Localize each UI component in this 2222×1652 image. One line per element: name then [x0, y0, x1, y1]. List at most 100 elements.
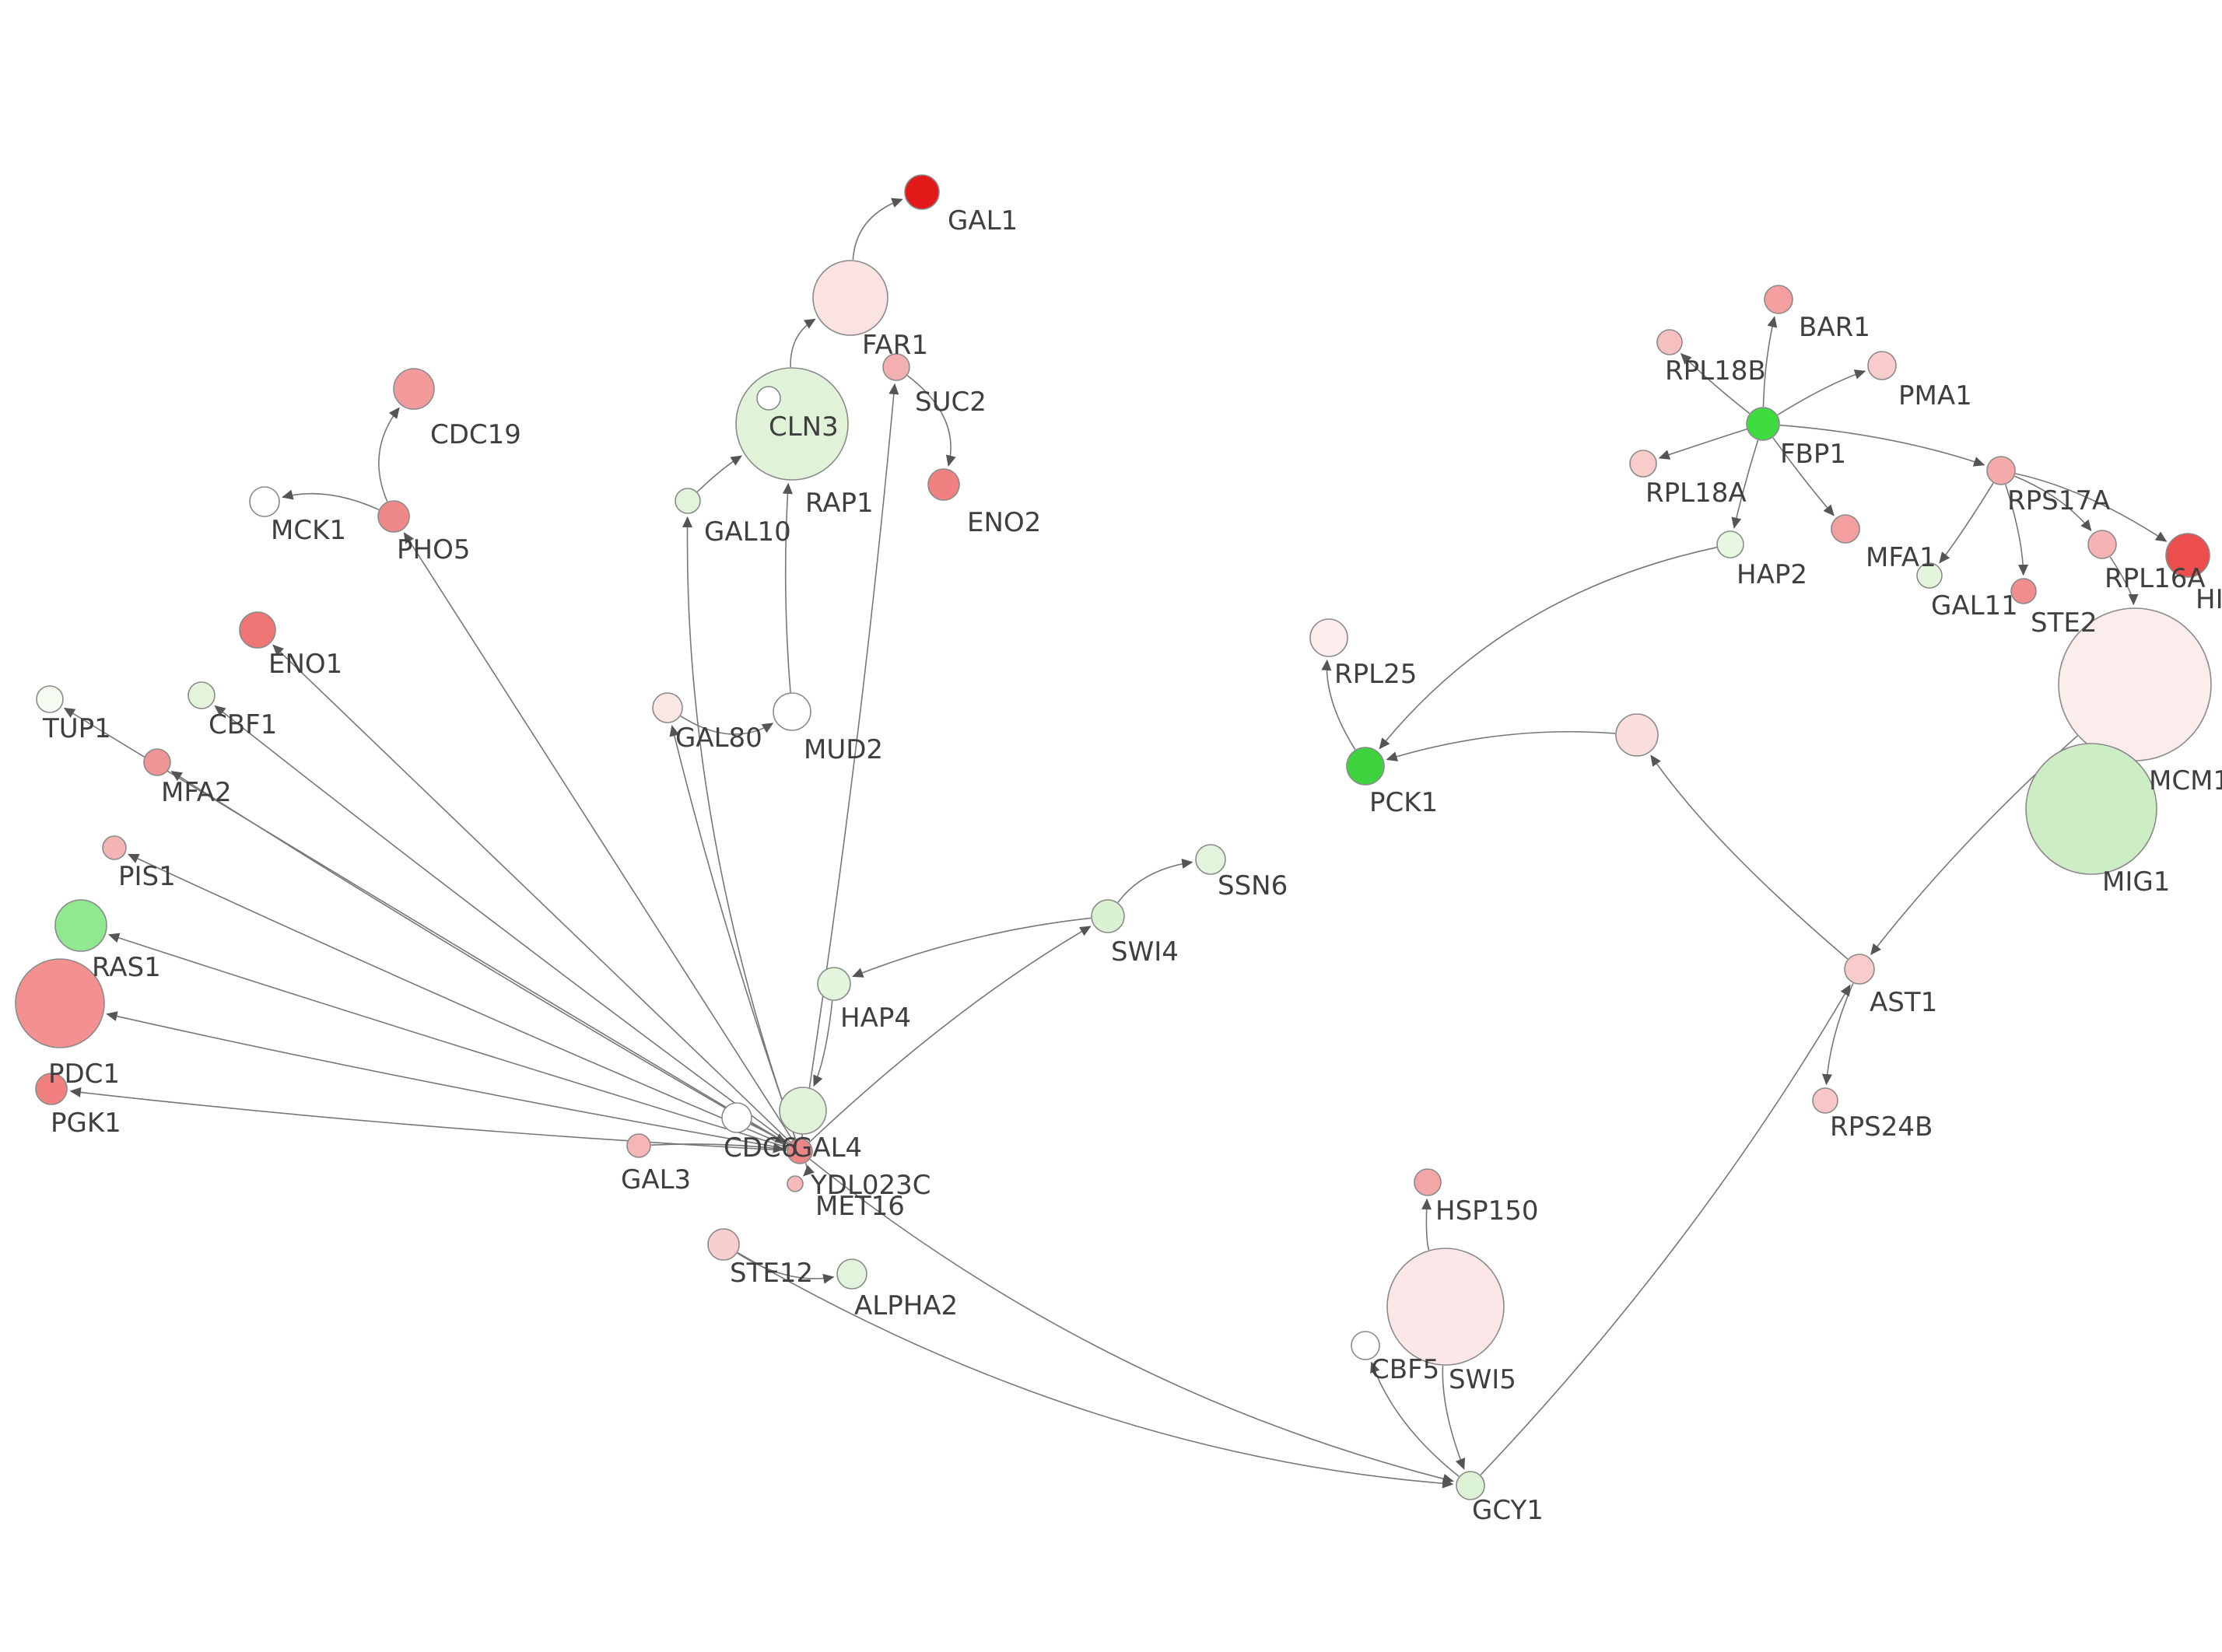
node-cbf1[interactable]	[188, 681, 216, 709]
node-ast1[interactable]	[1844, 954, 1875, 985]
node-label-swi4: SWI4	[1111, 936, 1179, 968]
node-label-his4: HIS4	[2196, 584, 2222, 615]
node-mig1[interactable]	[2025, 743, 2157, 875]
node-ste2[interactable]	[2010, 578, 2037, 604]
node-rpl18b[interactable]	[1656, 329, 1683, 355]
node-his4[interactable]	[2165, 533, 2210, 578]
edge-gal4-swi4	[808, 926, 1092, 1143]
node-ydl023c[interactable]	[779, 1087, 827, 1135]
edge-gal4-cbf1	[214, 705, 790, 1144]
node-label-cdc19: CDC19	[430, 419, 521, 450]
node-pck1[interactable]	[1346, 747, 1385, 786]
edge-gal4-pdc1	[106, 1011, 787, 1150]
node-pis1[interactable]	[102, 835, 127, 860]
node-label-alpha2: ALPHA2	[854, 1290, 958, 1321]
node-label-gal1: GAL1	[948, 205, 1018, 236]
node-gal4[interactable]	[787, 1138, 813, 1164]
edge-gal4-gal10	[682, 516, 797, 1139]
node-label-rps17a: RPS17A	[2007, 485, 2110, 516]
node-pdc1[interactable]	[15, 958, 105, 1048]
node-label-cbf5: CBF5	[1371, 1354, 1439, 1385]
node-pma1[interactable]	[1867, 351, 1897, 380]
node-alpha2[interactable]	[836, 1258, 867, 1290]
node-mfa2[interactable]	[143, 748, 171, 776]
edge-fbp1-rpl18b	[1680, 352, 1751, 415]
node-hap2[interactable]	[1716, 530, 1744, 558]
node-cbf5[interactable]	[1351, 1331, 1380, 1360]
node-far1[interactable]	[812, 260, 888, 336]
node-rpl25[interactable]	[1309, 618, 1348, 657]
node-label-pis1: PIS1	[118, 861, 176, 892]
node-hap4[interactable]	[817, 967, 851, 1001]
node-nodex[interactable]	[1615, 713, 1659, 757]
node-label-eno2: ENO2	[967, 507, 1041, 538]
edge-gal4-eno1	[272, 644, 791, 1143]
node-label-mig1: MIG1	[2102, 866, 2170, 898]
node-label-met16: MET16	[815, 1191, 905, 1222]
node-mfa1[interactable]	[1831, 514, 1860, 544]
edge-hap4-ydl023c	[813, 1000, 833, 1087]
node-label-ras1: RAS1	[92, 952, 161, 983]
node-label-far1: FAR1	[862, 330, 928, 361]
node-label-ydl023c: YDL023C	[810, 1170, 931, 1201]
node-mck1[interactable]	[249, 486, 280, 517]
node-rps24b[interactable]	[1812, 1087, 1838, 1114]
edge-ast1-rps24b	[1821, 982, 1854, 1086]
edge-fbp1-pma1	[1777, 369, 1866, 416]
node-swi4[interactable]	[1091, 899, 1125, 933]
node-swi5[interactable]	[1386, 1248, 1505, 1366]
node-label-eno1: ENO1	[268, 649, 342, 680]
node-label-mfa1: MFA1	[1866, 542, 1936, 573]
node-label-rpl18a: RPL18A	[1645, 478, 1747, 509]
node-tup1[interactable]	[36, 685, 64, 713]
node-ssn6[interactable]	[1195, 844, 1226, 875]
node-gal3[interactable]	[626, 1133, 651, 1158]
node-label-fbp1: FBP1	[1780, 439, 1846, 470]
node-gal10[interactable]	[675, 488, 701, 514]
node-eno2[interactable]	[927, 468, 960, 501]
node-rap1[interactable]	[756, 386, 781, 411]
node-label-bar1: BAR1	[1799, 312, 1870, 343]
node-met16[interactable]	[787, 1175, 804, 1192]
node-rpl16a[interactable]	[2087, 530, 2117, 559]
edge-rps17a-rpl16a	[2014, 475, 2092, 532]
node-cdc19[interactable]	[393, 368, 435, 410]
node-label-hap2: HAP2	[1737, 559, 1807, 590]
node-gal80[interactable]	[652, 692, 683, 723]
node-label-pho5: PHO5	[397, 534, 470, 565]
edge-rps17a-ste2	[2005, 484, 2029, 576]
node-ras1[interactable]	[54, 899, 107, 952]
edge-rpl16a-mcm1	[2109, 556, 2139, 606]
node-label-cbf1: CBF1	[209, 709, 277, 740]
edge-gal4-pho5	[403, 532, 794, 1141]
node-gcy1[interactable]	[1456, 1471, 1485, 1500]
node-label-suc2: SUC2	[915, 387, 987, 418]
node-pho5[interactable]	[377, 500, 410, 533]
node-suc2[interactable]	[882, 353, 910, 381]
node-label-gal80: GAL80	[675, 723, 762, 754]
edge-fbp1-rps17a	[1779, 424, 1985, 467]
node-label-pdc1: PDC1	[48, 1059, 120, 1090]
edge-gcy1-cbf5	[1370, 1361, 1460, 1477]
edge-hap2-pck1	[1379, 547, 1717, 750]
node-eno1[interactable]	[239, 611, 276, 649]
edge-pho5-mck1	[282, 489, 380, 511]
node-pgk1[interactable]	[35, 1073, 68, 1105]
edge-mud2-cln3	[782, 482, 793, 693]
edge-gal4-met16	[803, 1162, 815, 1177]
node-hsp150[interactable]	[1414, 1168, 1442, 1196]
node-ste12[interactable]	[707, 1228, 740, 1261]
edge-fbp1-hap2	[1731, 439, 1759, 529]
node-cdc6[interactable]	[721, 1102, 752, 1133]
node-rpl18a[interactable]	[1629, 450, 1657, 478]
edge-cln3-far1	[790, 318, 816, 368]
node-fbp1[interactable]	[1746, 407, 1780, 441]
node-label-rpl18b: RPL18B	[1665, 355, 1766, 387]
node-bar1[interactable]	[1764, 285, 1793, 314]
node-gal11[interactable]	[1916, 562, 1943, 589]
node-label-mud2: MUD2	[804, 734, 883, 765]
node-rps17a[interactable]	[1986, 456, 2016, 485]
node-gal1[interactable]	[904, 174, 940, 210]
node-mud2[interactable]	[773, 692, 811, 731]
